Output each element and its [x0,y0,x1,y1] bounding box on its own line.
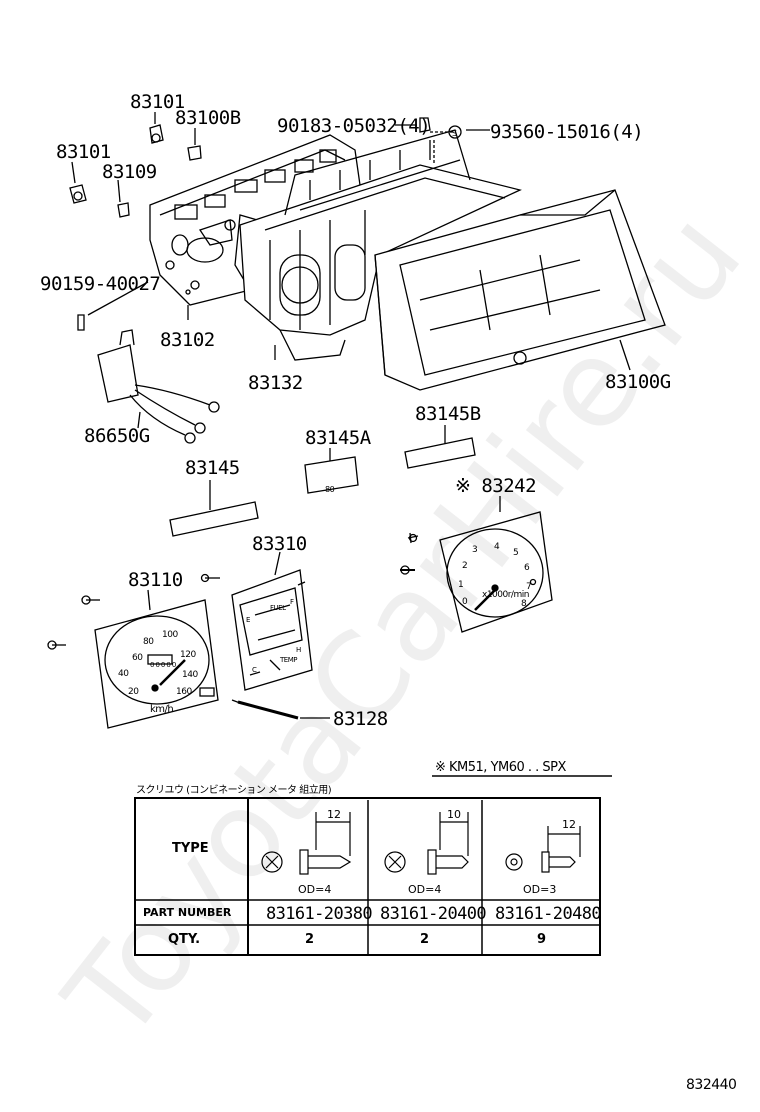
col3-qty: 9 [537,932,547,947]
circuit-board [149,134,361,306]
label-83100g: 83100G [605,371,671,393]
label-83128: 83128 [333,708,388,730]
tacho-tick-4: 4 [494,542,500,552]
speedo-tick-40: 40 [118,669,129,679]
diagram-id: 832440 [686,1077,737,1093]
label-83101-top: 83101 [130,91,185,113]
speedo-tick-80: 80 [143,637,154,647]
tacho-tick-2: 2 [462,561,468,571]
speedo-tick-100: 100 [162,630,178,640]
svg-text:S: S [452,129,457,138]
label-90183: 90183-05032(4) [277,115,431,137]
speedo-tick-120: 120 [180,650,196,660]
col3-dim: 12 [562,818,576,831]
label-83145a: 83145A [305,427,371,449]
screws [47,532,419,650]
wire-harness [97,329,220,444]
label-93560: 93560-15016(4) [490,121,644,143]
label-83242: ※ 83242 [455,475,537,497]
tacho-tick-1: 1 [458,580,464,590]
table-qty-header: QTY. [168,932,201,947]
speedo-tick-160: 160 [176,687,192,697]
leader-lines [71,112,631,719]
col2-qty: 2 [420,932,430,947]
col1-part-number: 83161-20380 [266,904,373,924]
label-83110: 83110 [128,569,183,591]
speedo-unit: km/h [150,704,174,715]
model-note: ※ KM51, YM60 . . SPX [435,760,566,775]
label-83101-left: 83101 [56,141,111,163]
speedo-tick-20: 20 [128,687,139,697]
tacho-tick-6: 6 [524,563,530,573]
speedo-tick-60: 60 [132,653,143,663]
gauge-e-label: E [246,616,250,624]
strip-text: 80 [325,485,335,494]
label-83310: 83310 [252,533,307,555]
tacho-unit: x1000r/min [482,590,529,600]
label-83132: 83132 [248,372,303,394]
gauge-fuel-label: FUEL [270,604,286,612]
fuel-temp-gauge [231,569,313,691]
col1-od: OD=4 [298,883,332,896]
gauge-c-label: C [252,666,257,674]
gauge-h-label: H [296,646,301,654]
bulbs: S [69,117,462,331]
label-90159: 90159-40027 [40,273,161,295]
gauge-temp-label: TEMP [280,656,297,664]
tacho-tick-0: 0 [462,597,468,607]
screw-drawings [261,812,581,875]
col2-od: OD=4 [408,883,442,896]
table-part-header: PART NUMBER [143,906,232,919]
col2-dim: 10 [447,808,461,821]
label-83102: 83102 [160,329,215,351]
tacho-tick-5: 5 [513,548,519,558]
speedo-odometer: 00000 [150,661,178,669]
tacho-tick-7: 7 [526,582,532,592]
table-type-header: TYPE [172,841,209,856]
tacho-tick-8: 8 [521,599,527,609]
label-83100b: 83100B [175,107,241,129]
label-83145b: 83145B [415,403,481,425]
col3-od: OD=3 [523,883,557,896]
label-83145: 83145 [185,457,240,479]
screw-table-grid [134,797,601,956]
speedometer [94,599,219,729]
label-83109: 83109 [102,161,157,183]
speedo-tick-140: 140 [182,670,198,680]
col1-qty: 2 [305,932,315,947]
gauge-f-label: F [290,598,294,606]
col3-part-number: 83161-20480 [495,904,602,924]
meter-glass [374,189,666,391]
tachometer [439,511,553,633]
tacho-tick-3: 3 [472,545,478,555]
col2-part-number: 83161-20400 [380,904,487,924]
table-caption: スクリユウ (コンビネーション メータ 組立用) [136,785,332,796]
plates [169,437,476,537]
meter-case [239,129,522,361]
label-86650g: 86650G [84,425,150,447]
col1-dim: 12 [327,808,341,821]
cable [231,699,299,720]
